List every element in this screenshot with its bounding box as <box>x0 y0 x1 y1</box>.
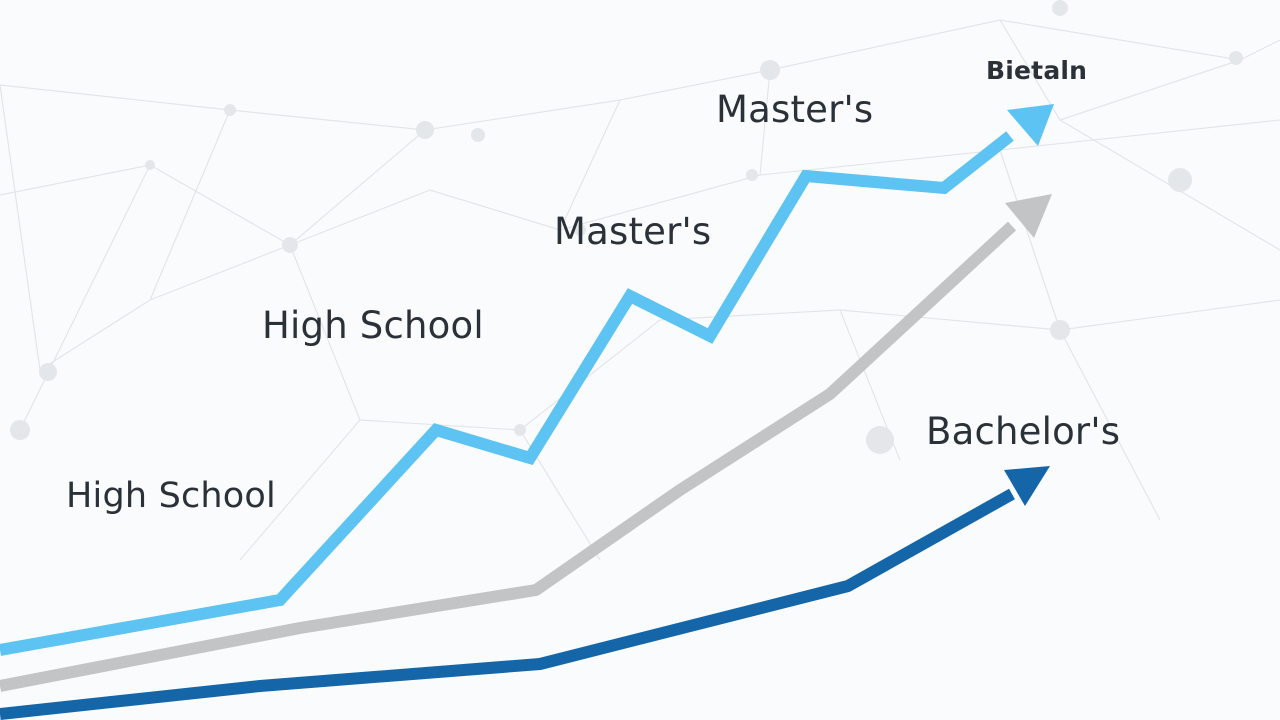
masters-label-lower: Master's <box>554 210 712 253</box>
high-school-label-lower: High School <box>66 476 276 516</box>
bachelors-label: Bachelor's <box>926 410 1121 453</box>
gray-arrowhead <box>1005 194 1052 238</box>
dark-blue-arrowhead <box>1004 466 1050 506</box>
light-blue-trend-line <box>0 104 1054 656</box>
dark-blue-trend-line <box>0 466 1050 720</box>
masters-label-upper: Master's <box>716 88 874 131</box>
light-blue-arrowhead <box>1007 104 1054 146</box>
background-network-nodes <box>10 0 1243 454</box>
gray-trend-line <box>0 194 1052 692</box>
high-school-label-upper: High School <box>262 304 484 347</box>
top-right-label: Bietaln <box>986 56 1088 85</box>
